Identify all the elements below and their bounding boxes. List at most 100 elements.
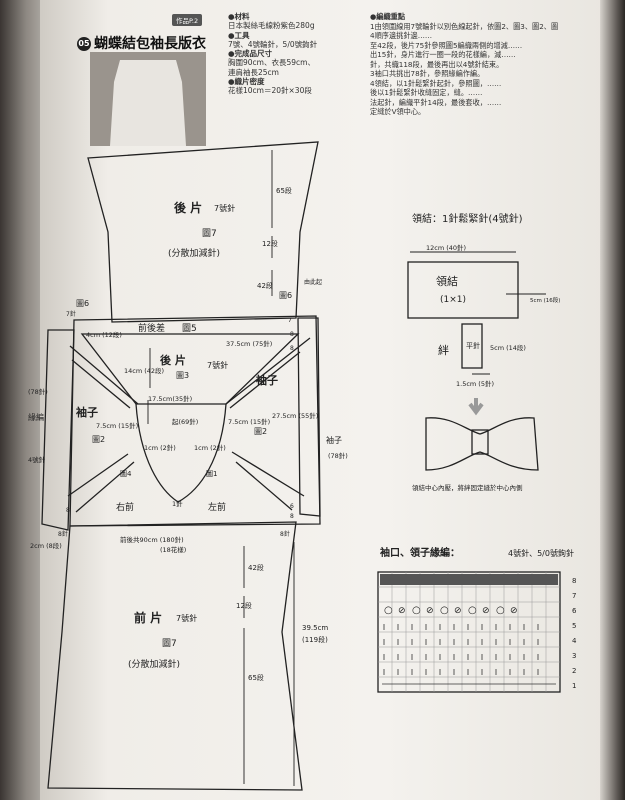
mark-7b: 7 [288, 317, 292, 324]
mark-8c: 8 [66, 507, 70, 514]
svg-text:○: ○ [384, 605, 393, 616]
front-piece-fig: 圖7 [162, 638, 177, 649]
mark-8e: 8針 [280, 530, 290, 538]
fig6-left: 圖6 [76, 299, 89, 308]
garment-photo [90, 52, 206, 146]
collar-name: 前後差 [138, 322, 165, 334]
mark-8b: 8 [290, 345, 294, 352]
steps-block: ●編織重點 1由領圍線用7號輪針以別色線起針，依圖2、圖3、圖2、圖4順序邊挑針… [370, 12, 560, 117]
svg-text:⊘: ⊘ [454, 606, 462, 616]
front-rows-12: 12段 [236, 601, 252, 610]
svg-text:⊘: ⊘ [510, 606, 518, 616]
chart-row-numbers: 8 7 6 5 4 3 2 1 [572, 577, 577, 690]
right-front-fig: 圖4 [120, 470, 132, 478]
front-rows-65: 65段 [248, 673, 264, 682]
front-rows-42: 42段 [248, 563, 264, 572]
left-edge-bottom: 2cm (8段) [30, 541, 62, 550]
step-line: 1由領圍線用7號輪針以別色線起針，依圖2、圖3、圖2、圖4順序邊挑針邊…… [370, 21, 559, 41]
right-sleeve-label: 袖子 [326, 435, 342, 445]
mark-8f: 8 [290, 513, 294, 520]
row-6: 6 [572, 607, 577, 615]
svg-text:○: ○ [496, 605, 505, 616]
step-line: 至42段，後片75針參照圖5編織兩側的增減…… [370, 40, 523, 50]
row-5: 5 [572, 622, 576, 630]
right-sleeve-stitches: (78針) [328, 451, 348, 460]
material-line-2a: 胸圍90cm、衣長59cm、 [228, 58, 315, 68]
row-2: 2 [572, 667, 576, 675]
bow-rib: (1×1) [440, 295, 466, 305]
bow-knot [471, 429, 489, 455]
row-7: 7 [572, 592, 576, 600]
material-line-0: 日本製絲毛線粉紫色280g [228, 21, 315, 31]
step-line: 針，共織118段，最後再出以4號針結束。 [370, 59, 504, 69]
band-stitch: 平針 [466, 341, 480, 350]
bow-caption: 領結中心內壓，將絆固定縫於中心內側 [412, 483, 523, 492]
row-4: 4 [572, 637, 577, 645]
material-head-3: ●織片密度 [228, 77, 265, 87]
front-piece-outline [47, 521, 303, 791]
left-sleeve-name: 袖子 [76, 405, 98, 419]
bow-rect [407, 261, 519, 319]
sleeve-left-outline [41, 329, 75, 531]
chart-needles: 4號針、5/0號鉤針 [508, 548, 574, 558]
left-v-neck [135, 403, 179, 503]
front-piece-needle: 7號針 [176, 613, 197, 623]
back-yoke-width-2: 17.5cm(35針) [148, 394, 192, 403]
bow-illustration [425, 417, 539, 471]
step-line: 法起針，編織平針14段，最後套收，…… [370, 97, 502, 107]
bow-name: 領結 [436, 274, 458, 288]
svg-text:⊘: ⊘ [426, 606, 434, 616]
schematic-outlines [41, 141, 561, 791]
start-here-label: 由此起 [304, 278, 322, 286]
title-text: 蝴蝶結包袖長版衣 [94, 36, 206, 52]
left-sleeve-stitches: (78針) [28, 387, 48, 396]
band-width: 1.5cm (5針) [456, 379, 494, 388]
back-yoke-width: 37.5cm (75針) [226, 339, 272, 348]
back-yoke-name: 後 片 [160, 353, 186, 367]
chart-grid [378, 572, 560, 692]
right-sleeve-height: 27.5cm (55針) [272, 411, 318, 420]
mark-8a: 8 [290, 331, 294, 338]
band-height: 5cm (14段) [490, 343, 526, 352]
back-rows-65: 65段 [276, 186, 292, 195]
front-total: 39.5cm [302, 624, 328, 632]
material-head-1: ●工具 [228, 30, 250, 40]
step-line: 定縫於V領中心。 [370, 107, 426, 116]
page-edge [600, 0, 625, 800]
left-edge-needle: 4號針 [28, 455, 46, 464]
svg-text:○: ○ [440, 605, 449, 616]
fig6-right: 圖6 [279, 291, 292, 300]
svg-text:○: ○ [468, 605, 477, 616]
back-rows-42: 42段 [257, 281, 273, 290]
bow-title: 領結：1針鬆緊針(4號針) [412, 212, 523, 225]
step-line: 3袖口共挑出78針，參照緣編作編。 [370, 69, 485, 78]
row-3: 3 [572, 652, 576, 660]
collar-fig: 圖5 [182, 323, 197, 334]
material-line-3: 花樣10cm＝20針×30段 [228, 86, 312, 96]
material-head-0: ●材料 [228, 12, 250, 21]
right-sleeve-name: 袖子 [256, 373, 278, 387]
sleeve-right-outline [297, 317, 321, 517]
back-piece-name: 後 片 [174, 200, 202, 215]
waist-pattern: (18花樣) [160, 545, 186, 554]
row-8: 8 [572, 577, 576, 585]
material-line-1: 7號、4號輪針，5/0號鉤針 [228, 39, 318, 49]
step-line: 後以1針鬆緊針收縫固定，縫。…… [370, 88, 483, 97]
raglan-left [67, 345, 139, 497]
step-line: 4領結，以1針鬆緊針起針，參照圖，…… [370, 78, 502, 88]
raglan-right-b [229, 351, 301, 511]
materials-block: ●材料 日本製絲毛線粉紫色280g ●工具 7號、4號輪針，5/0號鉤針 ●完成… [228, 12, 380, 96]
bow-height: 5cm (16段) [530, 296, 560, 304]
back-yoke-fig: 圖3 [176, 371, 189, 380]
back-piece-needle: 7號針 [214, 203, 235, 213]
right-front-name: 右前 [116, 501, 134, 513]
back-rows-12: 12段 [262, 239, 278, 248]
chart-title: 袖口、領子緣編： [379, 546, 460, 559]
front-total-rows: (119段) [302, 635, 328, 644]
front-piece-note: (分散加減針) [128, 658, 180, 670]
center-stitch: 1針 [172, 499, 183, 508]
left-front-fig: 圖1 [206, 470, 217, 478]
